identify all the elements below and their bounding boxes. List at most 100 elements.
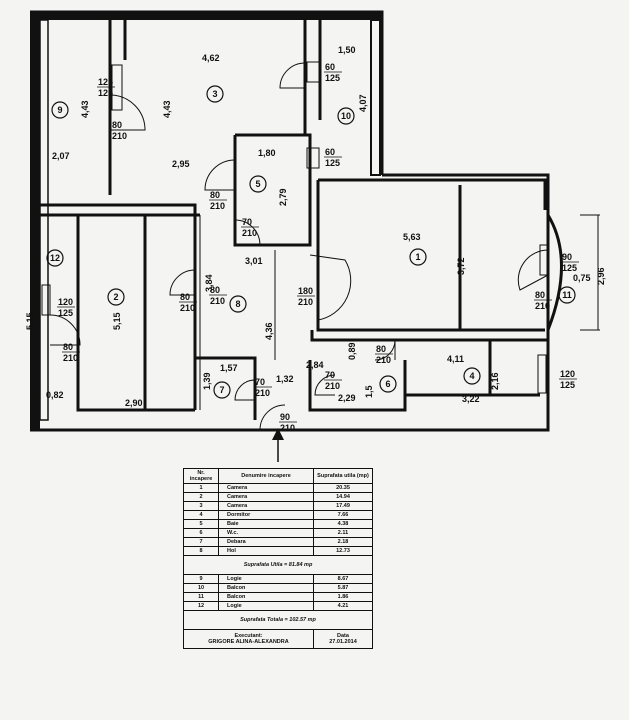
door-height-label: 125 xyxy=(58,308,73,318)
author-cell: Executant: GRIGORE ALINA-ALEXANDRA xyxy=(183,629,314,649)
entrance-arrow-icon xyxy=(272,428,284,462)
door-height-label: 210 xyxy=(210,201,225,211)
dimension-label: 4,07 xyxy=(358,94,368,112)
dimension-label: 4,43 xyxy=(80,100,90,118)
door-width-label: 70 xyxy=(255,377,265,387)
door-height-label: 125 xyxy=(98,88,113,98)
door-height-label: 210 xyxy=(298,297,313,307)
author-label: Executant: xyxy=(234,633,263,639)
door-width-label: 70 xyxy=(242,217,252,227)
author-name: GRIGORE ALINA-ALEXANDRA xyxy=(208,639,289,645)
room-area-cell: 5.87 xyxy=(313,583,373,593)
dimension-label: 4,62 xyxy=(202,53,220,63)
dimension-label: 1,5 xyxy=(364,385,374,398)
grand-total: Suprafata Totala = 102.57 mp xyxy=(183,610,373,630)
room-name-cell: Hol xyxy=(218,546,314,556)
room-number-circle xyxy=(46,249,64,267)
room-number-circle xyxy=(558,286,576,304)
room-name-cell: Baie xyxy=(218,519,314,529)
area-table: Nr. incapere Denumire incapere Suprafata… xyxy=(183,468,373,649)
table-header-row: Nr. incapere Denumire incapere Suprafata… xyxy=(183,468,373,484)
dimension-label: 5,15 xyxy=(25,312,35,330)
door-height-label: 210 xyxy=(210,296,225,306)
room-number-cell: 2 xyxy=(183,492,219,502)
util-total: Suprafata Utila = 81.84 mp xyxy=(183,555,373,575)
door-width-label: 120 xyxy=(560,369,575,379)
room-number-circle xyxy=(249,175,267,193)
dimension-label: 2,90 xyxy=(125,398,143,408)
room-name-cell: Debara xyxy=(218,537,314,547)
room-name-cell: Camera xyxy=(218,501,314,511)
room-number: 3 xyxy=(212,89,217,99)
room-number: 5 xyxy=(255,179,260,189)
date-label: Data xyxy=(337,633,349,639)
dimension-label: 3,22 xyxy=(462,394,480,404)
room-number-cell: 11 xyxy=(183,592,219,602)
door-swings xyxy=(49,62,549,431)
room-number-cell: 10 xyxy=(183,583,219,593)
door-width-label: 80 xyxy=(376,344,386,354)
room-number-cell: 6 xyxy=(183,528,219,538)
room-name-cell: Balcon xyxy=(218,592,314,602)
door-width-label: 180 xyxy=(298,286,313,296)
room-number-cell: 1 xyxy=(183,483,219,493)
room-area-cell: 12.73 xyxy=(313,546,373,556)
dimension-label: 2,95 xyxy=(172,159,190,169)
room-number-cell: 12 xyxy=(183,601,219,611)
room-area-cell: 8.67 xyxy=(313,574,373,584)
door-height-label: 210 xyxy=(63,353,78,363)
dimension-label: 3,84 xyxy=(204,274,214,292)
door-width-label: 70 xyxy=(325,370,335,380)
door-height-label: 125 xyxy=(325,158,340,168)
door-height-label: 210 xyxy=(242,228,257,238)
room-name-cell: Camera xyxy=(218,483,314,493)
door-width-label: 90 xyxy=(280,412,290,422)
door-height-label: 125 xyxy=(325,73,340,83)
dimension-label: 4,43 xyxy=(162,100,172,118)
dimension-label: 1,50 xyxy=(338,45,356,55)
dimension-label: 0,82 xyxy=(46,390,64,400)
dimension-label: 5,63 xyxy=(403,232,421,242)
date-cell: Data 27.01.2014 xyxy=(313,629,373,649)
door-width-label: 80 xyxy=(210,285,220,295)
room-number: 7 xyxy=(219,385,224,395)
room-area-cell: 20.35 xyxy=(313,483,373,493)
door-width-label: 80 xyxy=(180,292,190,302)
door-width-label: 80 xyxy=(535,290,545,300)
room-number-cell: 7 xyxy=(183,537,219,547)
room-number-circle xyxy=(379,375,397,393)
door-height-label: 210 xyxy=(180,303,195,313)
table-summary-row: Suprafata Totala = 102.57 mp xyxy=(183,610,373,630)
room-number-circle xyxy=(206,85,224,103)
room-number: 9 xyxy=(57,105,62,115)
table-footer-row: Executant: GRIGORE ALINA-ALEXANDRA Data … xyxy=(183,629,373,649)
room-number: 8 xyxy=(235,299,240,309)
room-number-circle xyxy=(463,367,481,385)
dimension-label: 2,84 xyxy=(306,360,324,370)
door-width-label: 60 xyxy=(325,62,335,72)
door-width-label: 80 xyxy=(63,342,73,352)
date-value: 27.01.2014 xyxy=(329,639,357,645)
door-width-label: 80 xyxy=(112,120,122,130)
room-number-cell: 3 xyxy=(183,501,219,511)
dimension-label: 2,96 xyxy=(596,267,606,285)
room-number-cell: 9 xyxy=(183,574,219,584)
door-height-label: 210 xyxy=(112,131,127,141)
room-number-circle xyxy=(337,107,355,125)
dimension-label: 0,89 xyxy=(347,342,357,360)
room-name-cell: Camera xyxy=(218,492,314,502)
walls xyxy=(30,10,600,432)
dimension-label: 2,79 xyxy=(278,188,288,206)
door-width-label: 80 xyxy=(210,190,220,200)
dimension-label: 1,57 xyxy=(220,363,238,373)
room-area-cell: 2.11 xyxy=(313,528,373,538)
